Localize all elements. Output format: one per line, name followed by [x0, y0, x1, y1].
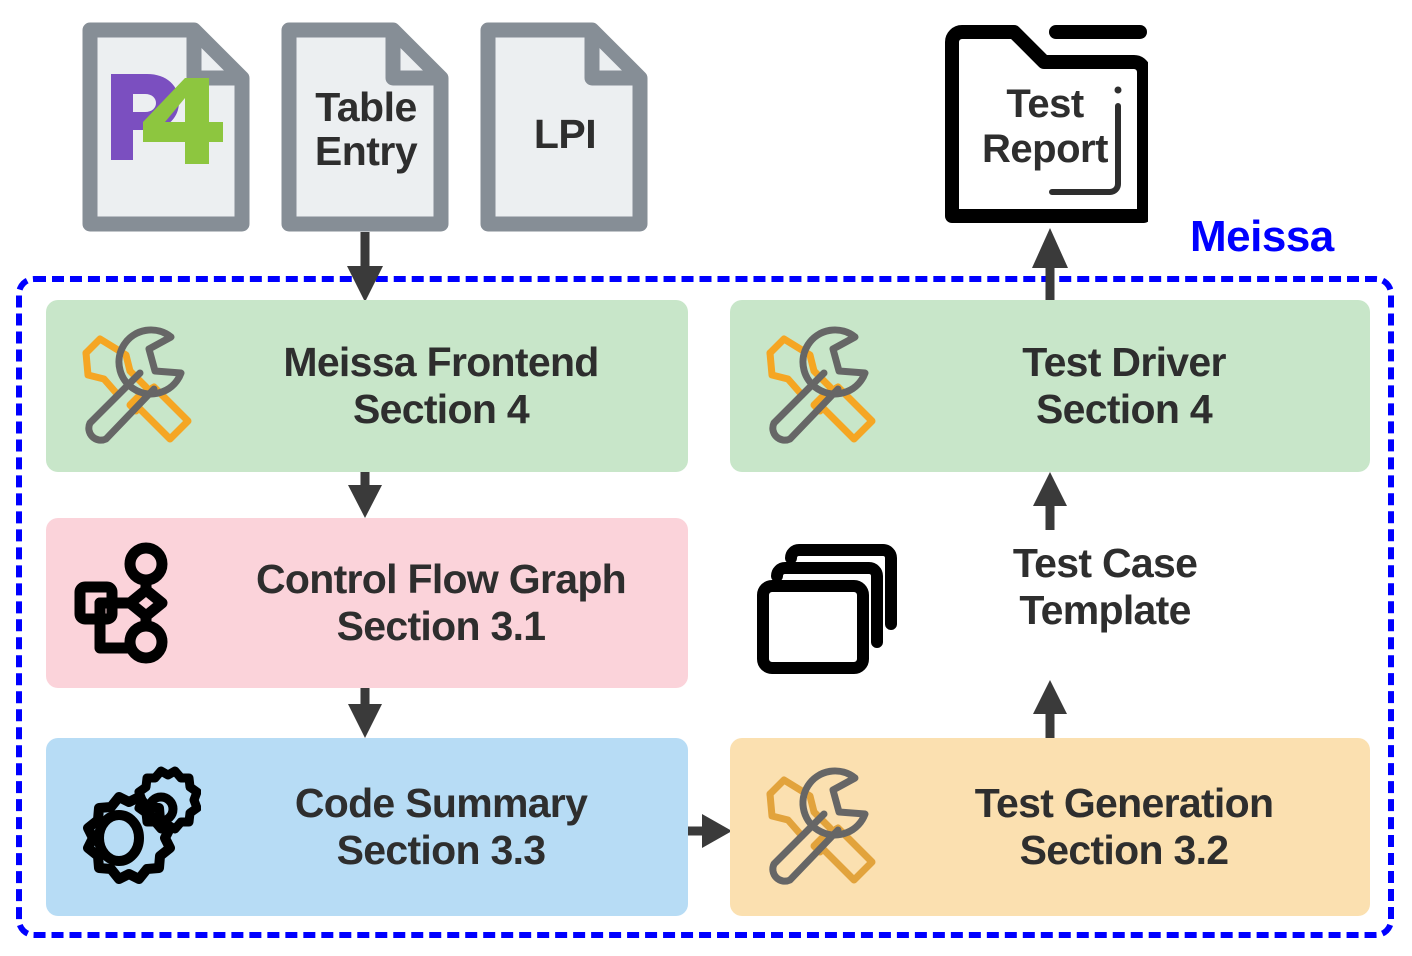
arrow-driver-to-report: [1030, 228, 1070, 302]
graph-nodes-icon: [64, 538, 204, 668]
stage-label-test-generation: Test Generation Section 3.2: [888, 780, 1370, 873]
arrow-inputs-to-frontend: [345, 232, 385, 304]
report-line1: Test: [1006, 82, 1084, 126]
stage-title: Test Generation: [974, 780, 1274, 827]
stage-meissa-frontend[interactable]: Meissa Frontend Section 4: [46, 300, 688, 472]
stage-title: Meissa Frontend: [283, 339, 599, 386]
stage-title: Test Driver: [1022, 339, 1226, 386]
stage-label-code-summary: Code Summary Section 3.3: [204, 780, 688, 873]
artifact-label-test-case-template: Test Case Template: [955, 540, 1255, 633]
stage-section: Section 4: [353, 386, 530, 432]
tools-wrench-icon: [64, 321, 204, 451]
report-label: Test Report: [955, 82, 1135, 172]
stage-code-summary[interactable]: Code Summary Section 3.3: [46, 738, 688, 916]
p4-logo-icon: [95, 66, 237, 168]
tools-wrench-icon: [748, 762, 888, 892]
arrow-template-to-driver: [1030, 472, 1070, 530]
table-entry-line1: Table: [315, 84, 417, 130]
stage-test-generation[interactable]: Test Generation Section 3.2: [730, 738, 1370, 916]
stage-section: Section 3.3: [336, 827, 546, 873]
document-icon-table-entry: [281, 22, 449, 232]
artifact-line2: Template: [1019, 586, 1191, 633]
tools-wrench-icon: [748, 321, 888, 451]
artifact-line1: Test Case: [1012, 540, 1198, 586]
document-label-table-entry: Table Entry: [291, 85, 441, 174]
stage-label-meissa-frontend: Meissa Frontend Section 4: [204, 339, 688, 432]
stage-control-flow-graph[interactable]: Control Flow Graph Section 3.1: [46, 518, 688, 688]
arrow-cfg-to-summary: [345, 688, 385, 740]
report-folder-icon: [938, 18, 1148, 223]
stage-test-driver[interactable]: Test Driver Section 4: [730, 300, 1370, 472]
document-icon-lpi: [480, 22, 648, 232]
stage-title: Code Summary: [294, 780, 588, 827]
stacked-cards-icon: [755, 528, 920, 678]
stage-label-test-driver: Test Driver Section 4: [888, 339, 1370, 432]
report-line2: Report: [982, 127, 1108, 172]
meissa-container-label: Meissa: [1190, 212, 1334, 261]
table-entry-line2: Entry: [314, 128, 418, 175]
stage-section: Section 3.2: [1019, 827, 1229, 873]
document-label-lpi: LPI: [533, 111, 597, 157]
stage-section: Section 3.1: [336, 603, 546, 649]
stage-label-control-flow-graph: Control Flow Graph Section 3.1: [204, 556, 688, 649]
stage-title: Control Flow Graph: [255, 556, 627, 603]
arrow-summary-to-testgen: [688, 808, 734, 854]
stage-section: Section 4: [1036, 386, 1213, 432]
arrow-testgen-to-template: [1030, 680, 1070, 738]
meissa-boundary: [16, 276, 1394, 938]
gears-icon: [64, 762, 204, 892]
arrow-frontend-to-cfg: [345, 472, 385, 520]
